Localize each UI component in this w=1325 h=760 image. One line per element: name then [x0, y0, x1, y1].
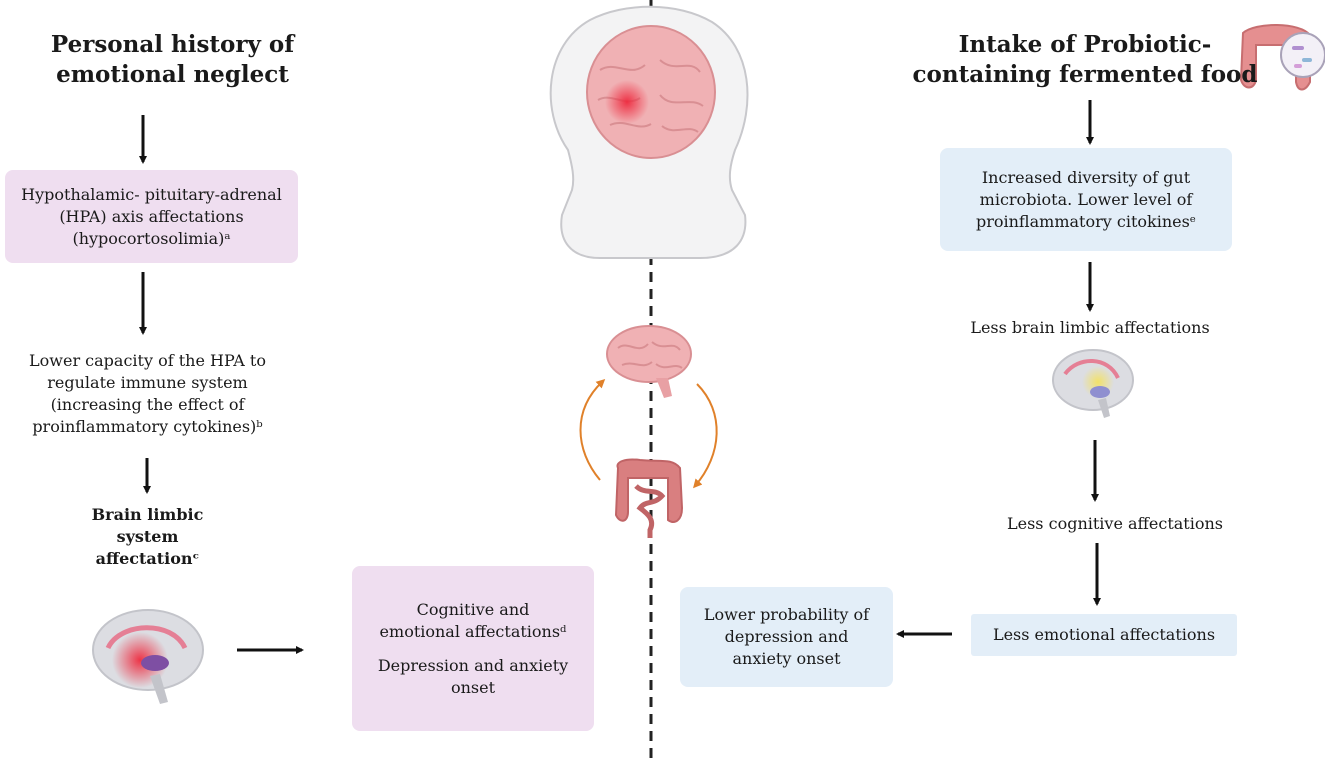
left-title: Personal history of emotional neglect	[30, 30, 315, 90]
right-title-line-1: Intake of Probiotic-	[958, 31, 1212, 58]
less-emotional-label: Less emotional affectations	[992, 625, 1216, 644]
head-brain-icon	[549, 5, 749, 259]
lower-probability-line-2: depression and	[724, 627, 849, 646]
lower-capacity-line-4: proinflammatory cytokines)ᵇ	[32, 417, 263, 436]
outcome-line-2: emotional affectationsᵈ	[379, 621, 567, 641]
hpa-line-1: Hypothalamic- pituitary-adrenal	[21, 184, 282, 204]
microbiota-box: Increased diversity of gut microbiota. L…	[940, 148, 1232, 251]
lower-capacity-text: Lower capacity of the HPA to regulate im…	[10, 350, 285, 438]
lower-capacity-line-1: Lower capacity of the HPA to	[29, 351, 266, 370]
limbic-brain-icon	[1052, 349, 1134, 418]
outcome-line-5: onset	[450, 677, 496, 697]
limbic-line-1: Brain limbic	[91, 505, 204, 524]
limbic-line-2: system	[116, 527, 179, 546]
cycle-arrows-icon	[579, 378, 718, 489]
outcome-box: Cognitive and emotional affectationsᵈ De…	[352, 566, 594, 731]
left-limbic-brain-icon	[92, 609, 204, 704]
limbic-line-3: affectationᶜ	[95, 549, 200, 568]
left-title-line-1: Personal history of	[50, 31, 295, 58]
brain-icon	[606, 325, 692, 398]
microbiota-line-3: proinflammatory citokinesᵉ	[975, 211, 1196, 231]
microbiota-line-2: microbiota. Lower level of	[979, 189, 1193, 209]
lower-probability-line-1: Lower probability of	[703, 605, 870, 624]
lower-capacity-line-3: (increasing the effect of	[50, 395, 245, 414]
less-limbic-text: Less brain limbic affectations	[930, 317, 1250, 339]
lower-capacity-line-2: regulate immune system	[47, 373, 248, 392]
left-title-line-2: emotional neglect	[56, 61, 289, 88]
right-title-line-2: containing fermented food	[912, 61, 1258, 88]
lower-probability-box: Lower probability of depression and anxi…	[680, 587, 893, 687]
outcome-line-4: Depression and anxiety	[377, 655, 569, 675]
less-cognitive-text: Less cognitive affectations	[965, 513, 1265, 535]
gut-icon	[614, 458, 684, 538]
limbic-text: Brain limbic system affectationᶜ	[60, 504, 235, 570]
less-cognitive-label: Less cognitive affectations	[1007, 514, 1223, 533]
hpa-box: Hypothalamic- pituitary-adrenal (HPA) ax…	[5, 170, 298, 263]
microbiota-line-1: Increased diversity of gut	[981, 167, 1191, 187]
outcome-line-1: Cognitive and	[416, 599, 530, 619]
less-limbic-label: Less brain limbic affectations	[970, 318, 1210, 337]
lower-probability-line-3: anxiety onset	[732, 649, 841, 668]
hpa-line-3: (hypocortosolimia)ᵃ	[72, 228, 231, 248]
less-emotional-box: Less emotional affectations	[971, 614, 1237, 656]
microbiome-icon	[1239, 24, 1325, 91]
hpa-line-2: (HPA) axis affectations	[59, 206, 244, 226]
right-title: Intake of Probiotic- containing fermente…	[900, 30, 1270, 90]
